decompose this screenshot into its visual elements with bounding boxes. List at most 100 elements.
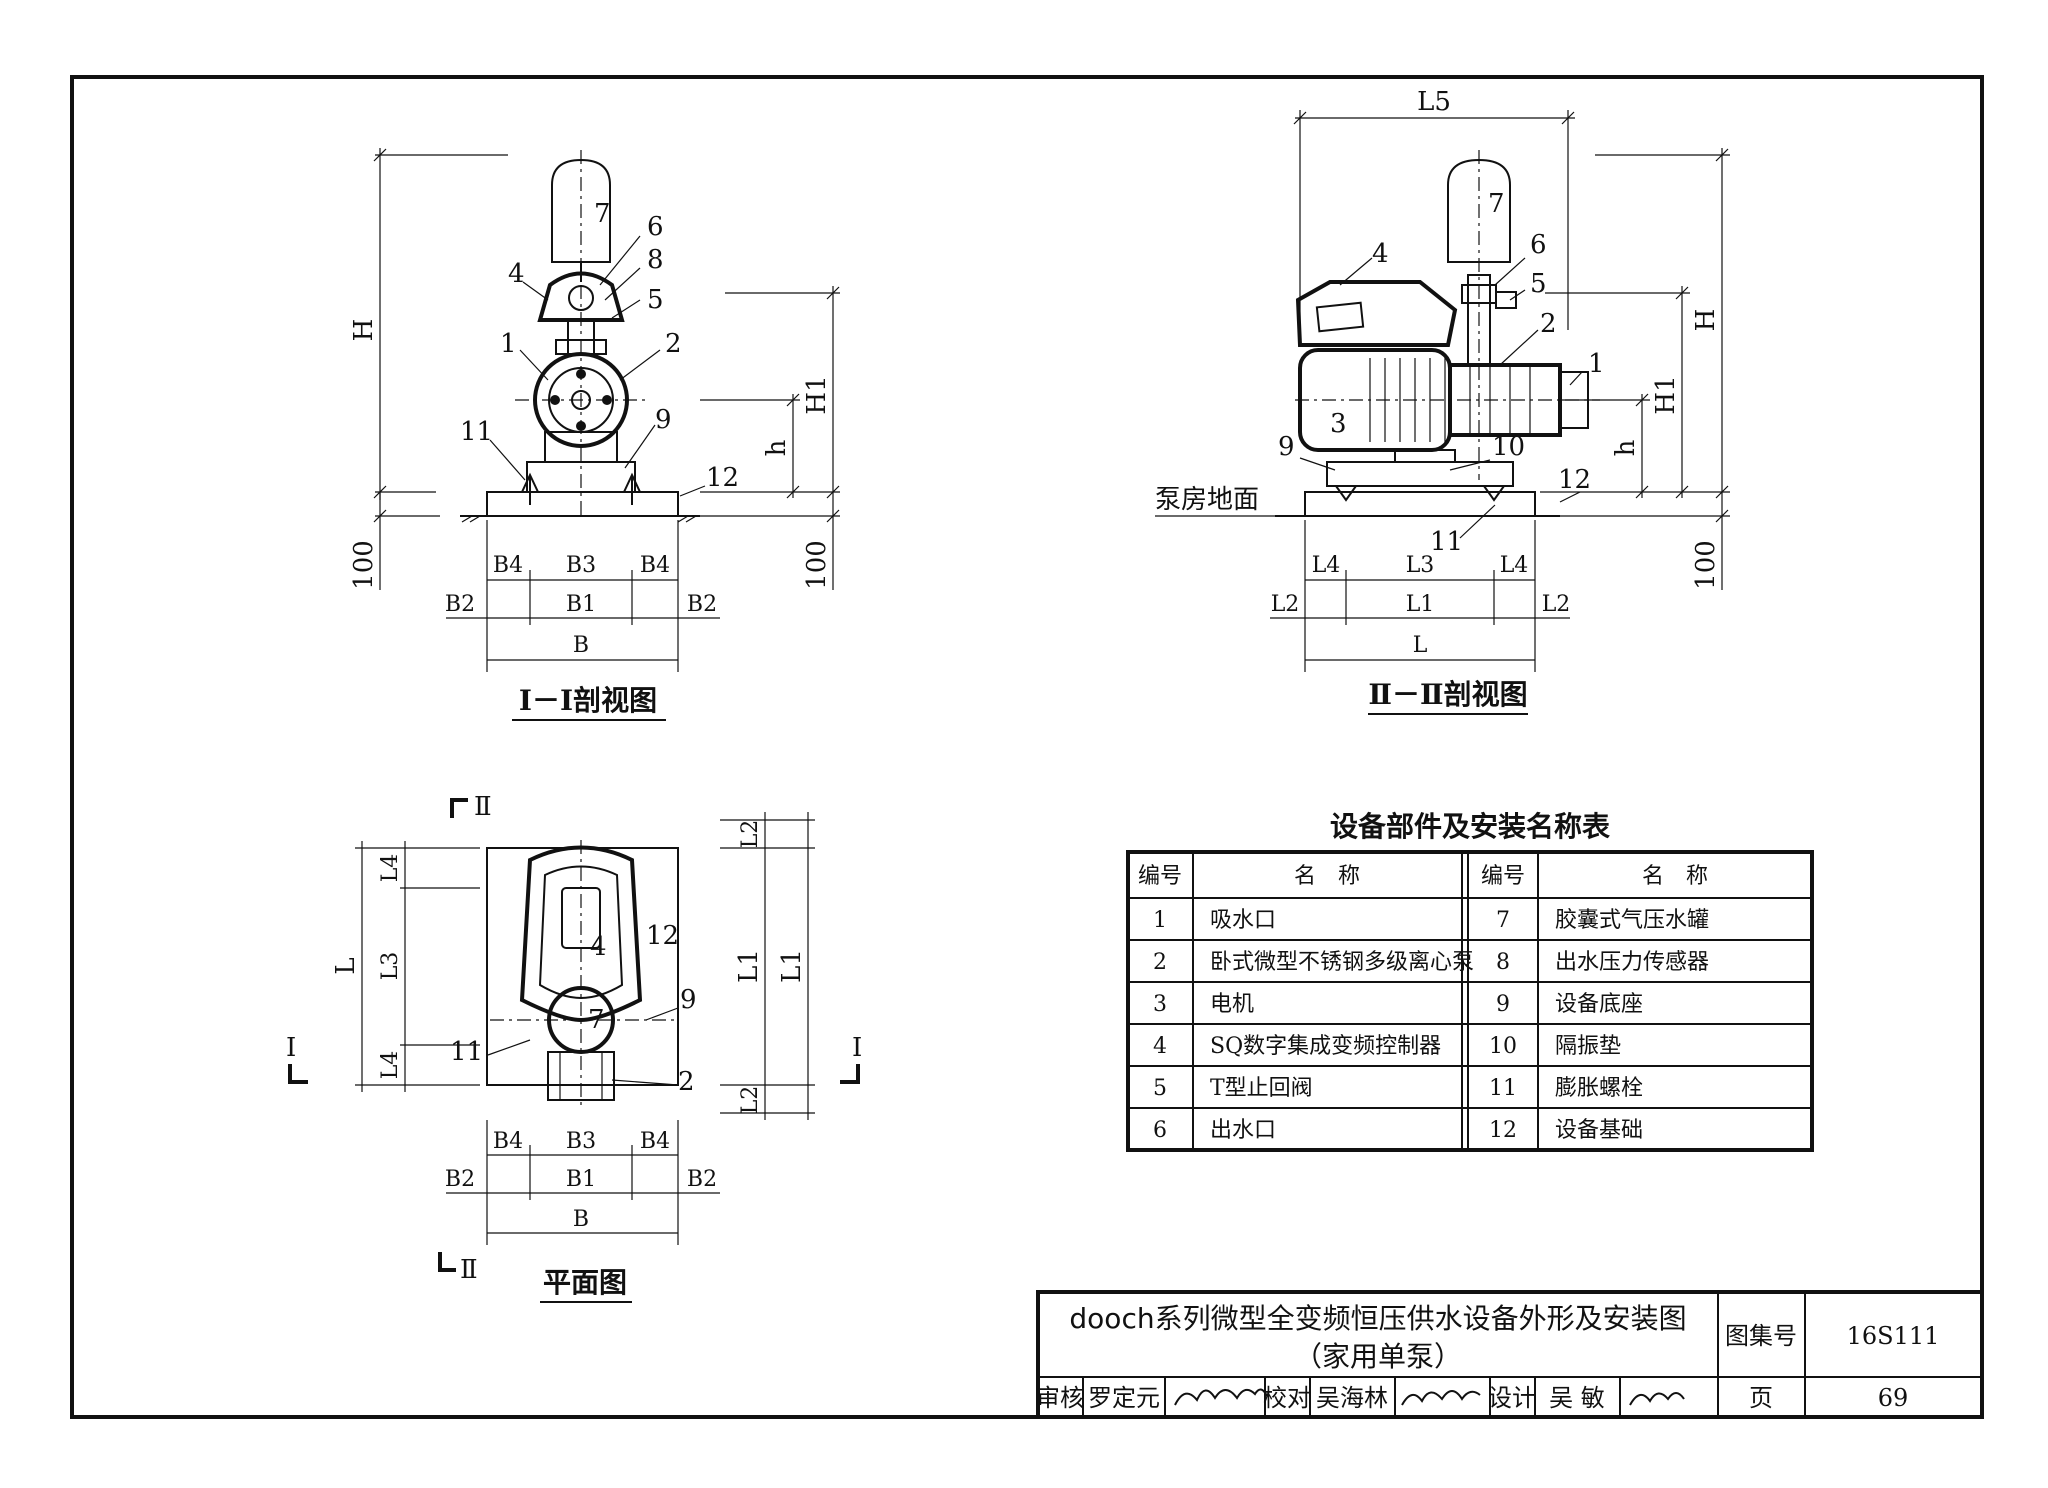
dim-label-B2-2: B2 [687,592,717,617]
plan-dim-L3: L3 [378,952,403,981]
callout-9: 9 [655,405,672,435]
dim-label-H1-2: H1 [1651,375,1681,414]
anchor-bolt-right [622,472,642,505]
callout-5-2: 5 [1530,269,1547,299]
callout-10-2: 10 [1492,432,1525,462]
page-number: 69 [1878,1384,1909,1412]
sheet-border [70,75,1984,1419]
plan-dim-B3: B3 [566,1129,596,1154]
plan-dim-L1-inner: L1 [734,949,764,983]
title-block: dooch系列微型全变频恒压供水设备外形及安装图 （家用单泵） 图集号 16S1… [1036,1290,1984,1419]
controller-head [537,271,625,322]
reviewer-name: 罗定元 [1088,1384,1160,1412]
section-mark-II-bottom: Ⅱ [460,1255,478,1285]
section-1-view: H 100 H1 h 100 [349,148,840,721]
checker-signature [1401,1390,1481,1406]
ground-label: 泵房地面 [1155,485,1259,515]
callout-5: 5 [647,285,664,315]
plan-dim-B: B [573,1207,589,1232]
cell-name: 电机 [1210,992,1254,1017]
callout-1: 1 [500,329,517,359]
parts-table-title: 设备部件及安装名称表 [1330,810,1610,843]
callout-2-2: 2 [1540,309,1557,339]
review-label: 审核 [1036,1384,1084,1412]
dim-label-B4-1: B4 [493,553,523,578]
th-no-right: 编号 [1481,864,1525,889]
callout-4: 4 [508,259,525,289]
section-2-view: 泵房地面 [1155,87,1730,715]
plan-controller [519,845,643,1023]
dim-widths-section1: B4 B3 B4 B2 B1 B2 B [445,520,720,672]
callout-9-2: 9 [1278,432,1295,462]
cell-name: 胶囊式气压水罐 [1555,908,1709,933]
dim-label-B1: B1 [566,592,596,617]
callout-7-2: 7 [1488,189,1505,219]
dim-label-H: H [349,319,379,342]
cell-name: 出水压力传感器 [1555,950,1709,975]
dim-label-B2-1: B2 [445,592,475,617]
callout-6-2: 6 [1530,230,1547,260]
plan-dim-B4-1: B4 [493,1129,523,1154]
dim-label-H-2: H [1691,309,1721,332]
equipment-base-2 [1326,461,1514,487]
dim-label-B3: B3 [566,553,596,578]
section1-title: Ⅰ－Ⅰ剖视图 [519,684,657,717]
dim-label-B: B [573,633,589,658]
controller-2 [1295,280,1458,347]
th-name-right: 名 称 [1642,864,1708,889]
dim-heights-section2: H H1 h 100 [1540,148,1730,590]
section-mark-II-top: Ⅱ [474,792,492,822]
dim-label-L4-1: L4 [1312,553,1341,578]
anchor-bolt-left [520,472,540,505]
cell-no: 9 [1496,992,1510,1017]
plan-dim-L: L [331,957,361,974]
callout-11: 11 [460,417,493,447]
plan-callout-4: 4 [590,932,607,962]
dim-lengths-section2: L4 L3 L4 L2 L1 L2 L [1270,520,1570,672]
callout-3-2: 3 [1330,409,1347,439]
dim-label-L: L [1413,633,1428,658]
th-no-left: 编号 [1138,864,1182,889]
dim-label-H1: H1 [802,375,832,414]
plan-dim-B1: B1 [566,1167,596,1192]
cell-no: 8 [1496,950,1510,975]
dim-label-L1: L1 [1406,592,1435,617]
plan-foundation [486,847,679,1086]
cell-name: 出水口 [1210,1118,1276,1143]
dim-100-left: 100 [349,492,440,590]
plan-dim-L2-top: L2 [738,820,763,849]
plan-dim-L2-bottom: L2 [738,1086,763,1115]
plan-callout-9: 9 [680,985,697,1015]
dim-H-left: H [349,148,508,500]
callouts-section2: 7 4 6 5 2 1 3 9 10 12 11 [1278,189,1605,557]
dim-label-100-2: 100 [1691,540,1721,590]
dim-label-L4-2: L4 [1500,553,1529,578]
reviewer-signature [1174,1388,1268,1406]
section-mark-I-right: Ⅰ [852,1033,862,1063]
cell-name: 设备底座 [1555,992,1643,1017]
cell-no: 2 [1153,950,1167,975]
plan-widths: B4 B3 B4 B2 B1 B2 B [445,1120,720,1245]
check-label: 校对 [1263,1384,1311,1412]
callout-1-2: 1 [1588,349,1605,379]
section-mark-I-left: Ⅰ [286,1033,296,1063]
plan-right-dims: L2 L1 L1 L2 [720,812,815,1120]
th-name-left: 名 称 [1294,864,1360,889]
design-label: 设计 [1488,1384,1536,1412]
atlas-number: 16S111 [1847,1322,1940,1350]
drawing-title: dooch系列微型全变频恒压供水设备外形及安装图 [1069,1302,1686,1335]
cell-no: 5 [1153,1076,1167,1101]
plan-callout-12: 12 [646,921,679,951]
atlas-label: 图集号 [1725,1322,1797,1350]
plan-callout-2: 2 [678,1067,695,1097]
plan-dim-L1-outer: L1 [777,949,807,983]
cell-name: 隔振垫 [1555,1034,1621,1059]
cell-no: 6 [1153,1118,1167,1143]
cell-no: 1 [1153,908,1167,933]
foundation-block [486,491,679,517]
plan-title: 平面图 [543,1266,627,1299]
cell-no: 12 [1489,1118,1517,1143]
foundation-block-2 [1304,491,1536,517]
plan-view: 4 7 12 9 11 2 Ⅱ Ⅱ Ⅰ Ⅰ L L4 L3 L4 [286,792,862,1303]
